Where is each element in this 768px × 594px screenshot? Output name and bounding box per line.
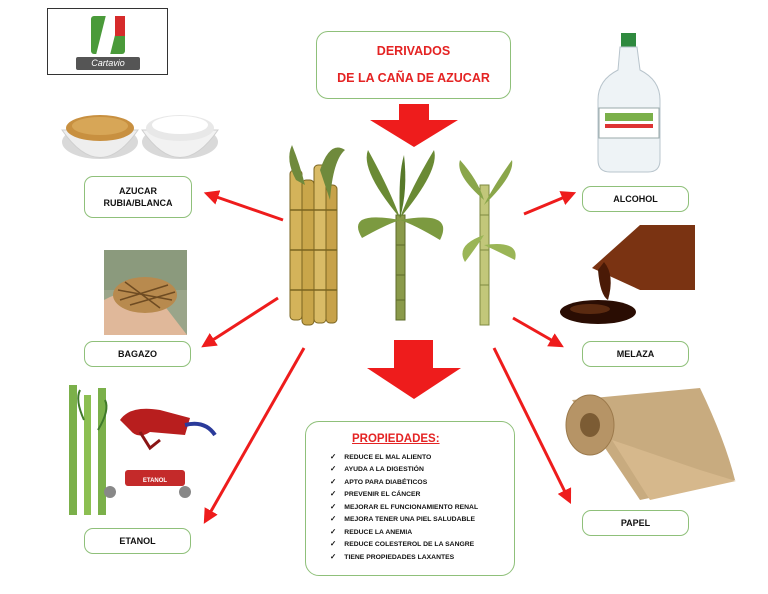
down-arrow-middle (367, 340, 461, 399)
arrow-to-bagazo (201, 296, 279, 348)
propiedad-item: TIENE PROPIEDADES LAXANTES (330, 551, 514, 564)
alcohol-label-text: ALCOHOL (613, 193, 658, 204)
propiedad-item: REDUCE EL MAL ALIENTO (330, 451, 514, 464)
papel-label: PAPEL (582, 510, 689, 536)
arrow-to-etanol (203, 347, 306, 524)
sugar-bowls-image (61, 115, 219, 159)
arrow-to-alcohol (523, 191, 577, 216)
arrow-to-azucar (203, 190, 284, 222)
propiedades-box: PROPIEDADES: REDUCE EL MAL ALIENTO AYUDA… (305, 421, 515, 576)
propiedad-item: APTO PARA DIABÉTICOS (330, 476, 514, 489)
azucar-label: AZUCAR RUBIA/BLANCA (84, 176, 192, 218)
ethanol-image-label: ETANOL (143, 478, 168, 484)
molasses-image (560, 225, 695, 324)
title-box: DERIVADOS DE LA CAÑA DE AZUCAR (316, 31, 511, 99)
alcohol-bottle-image (597, 33, 661, 173)
azucar-label-line-2: RUBIA/BLANCA (103, 198, 173, 208)
title-line-1: DERIVADOS (376, 44, 451, 59)
melaza-label: MELAZA (582, 341, 689, 367)
propiedad-item: AYUDA A LA DIGESTIÓN (330, 463, 514, 476)
bagasse-image (104, 250, 187, 335)
arrow-to-melaza (512, 316, 564, 348)
arrow-to-papel (492, 347, 572, 505)
propiedad-item: REDUCE COLESTEROL DE LA SANGRE (330, 538, 514, 551)
propiedades-list: REDUCE EL MAL ALIENTO AYUDA A LA DIGESTI… (330, 451, 514, 564)
propiedades-title: PROPIEDADES: (352, 433, 440, 445)
cartavio-logo-mark (91, 16, 125, 54)
etanol-label-text: ETANOL (119, 535, 156, 546)
paper-roll-image (565, 388, 736, 500)
cartavio-logo-text: Cartavio (76, 57, 140, 70)
propiedad-item: MEJORA TENER UNA PIEL SALUDABLE (330, 513, 514, 526)
bagazo-label-text: BAGAZO (118, 348, 157, 359)
bagazo-label: BAGAZO (84, 341, 191, 367)
propiedad-item: REDUCE LA ANEMIA (330, 526, 514, 539)
azucar-label-line-1: AZUCAR (119, 185, 157, 196)
etanol-label: ETANOL (84, 528, 191, 554)
ethanol-image: ETANOL (69, 385, 217, 515)
cane-stalk-image (459, 160, 516, 326)
propiedad-item: MEJORAR EL FUNCIONAMIENTO RENAL (330, 501, 514, 514)
melaza-label-text: MELAZA (616, 348, 655, 359)
title-line-2: DE LA CAÑA DE AZUCAR (337, 71, 490, 85)
cane-bundle-image (289, 145, 345, 326)
alcohol-label: ALCOHOL (582, 186, 689, 212)
cartavio-logo: Cartavio (47, 8, 168, 75)
cane-plant-image (357, 150, 444, 321)
papel-label-text: PAPEL (620, 517, 651, 528)
down-arrow-top (370, 104, 458, 147)
propiedad-item: PREVENIR EL CÁNCER (330, 488, 514, 501)
